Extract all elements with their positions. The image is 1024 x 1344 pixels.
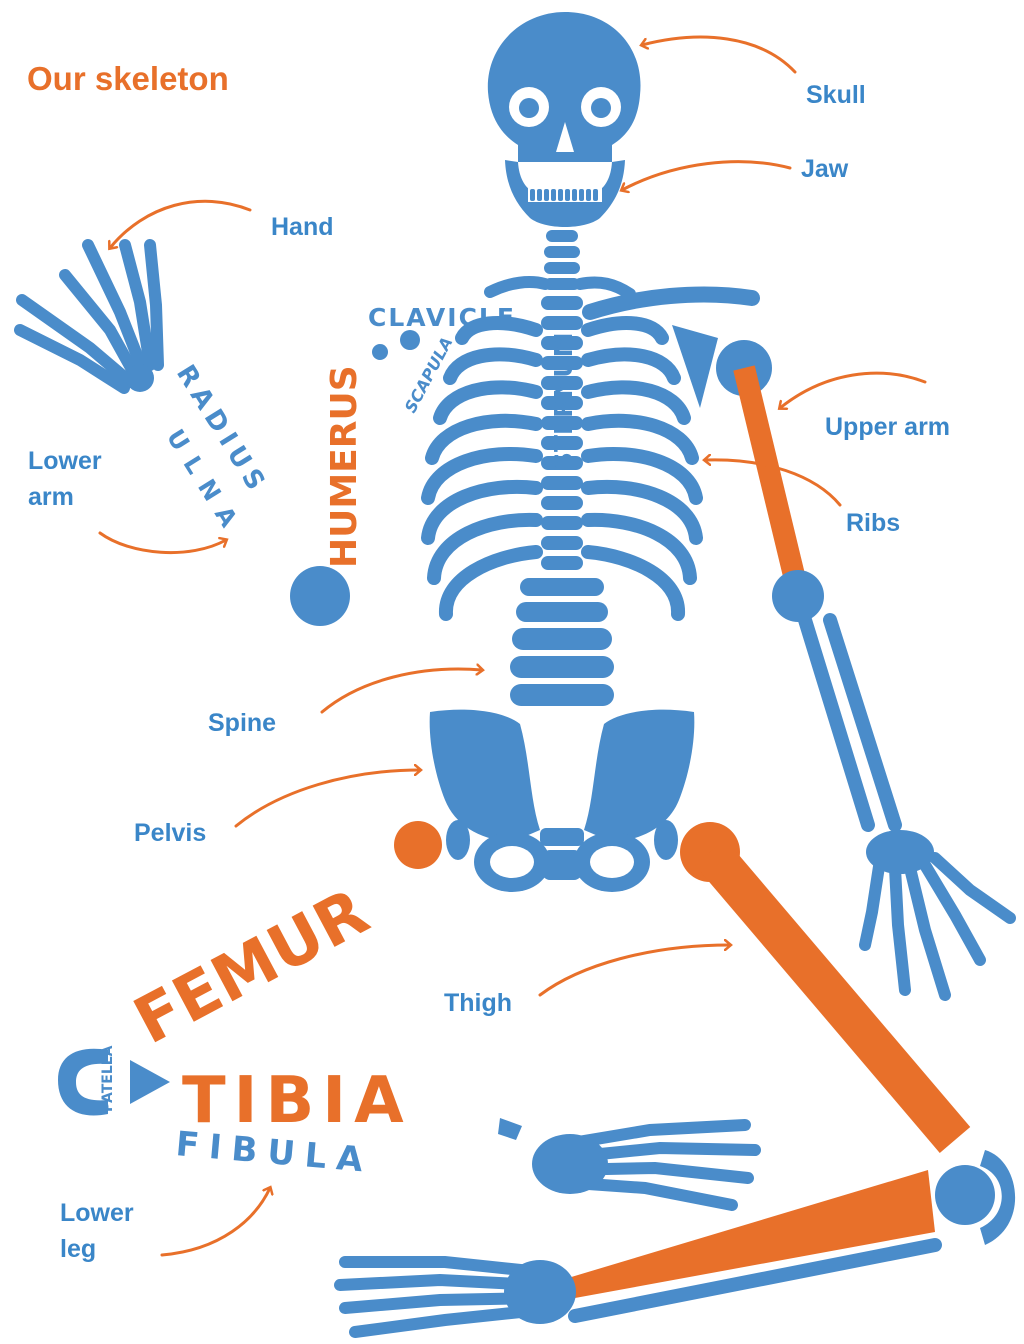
clavicle-end xyxy=(400,330,420,350)
arrow-spine xyxy=(322,669,482,712)
arrow-skull xyxy=(642,37,795,72)
label-ribs: Ribs xyxy=(846,505,900,541)
label-lower-arm-line1: Lower xyxy=(28,443,102,479)
pelvis xyxy=(430,710,695,892)
label-hand: Hand xyxy=(271,209,334,245)
label-skull: Skull xyxy=(806,77,866,113)
skull xyxy=(488,12,641,162)
label-upper-arm: Upper arm xyxy=(825,409,950,445)
arrow-upper-arm xyxy=(780,373,925,408)
arrow-lower-arm xyxy=(100,533,226,553)
femur-text: FEMUR xyxy=(123,875,381,1059)
arrow-lower-leg xyxy=(162,1188,270,1255)
page-title: Our skeleton xyxy=(27,60,229,98)
arrow-hand xyxy=(110,201,250,248)
label-jaw: Jaw xyxy=(801,151,848,187)
jaw xyxy=(505,160,625,227)
label-lower-arm: Lower arm xyxy=(28,443,102,515)
label-lower-leg-line2: leg xyxy=(60,1231,134,1267)
sternum-text: STERNUM xyxy=(549,333,578,471)
label-pelvis: Pelvis xyxy=(134,815,206,851)
label-thigh: Thigh xyxy=(444,985,512,1021)
label-lower-leg: Lower leg xyxy=(60,1195,134,1267)
label-lower-leg-line1: Lower xyxy=(60,1195,134,1231)
arrow-thigh xyxy=(540,945,730,995)
arrow-pelvis xyxy=(236,770,420,826)
patella-text: PATELLA xyxy=(100,1045,116,1112)
clavicle-text: CLAVICLE xyxy=(368,303,516,332)
label-spine: Spine xyxy=(208,705,276,741)
arrow-jaw xyxy=(622,162,790,190)
right-arm xyxy=(590,294,1010,995)
humerus-text: HUMERUS xyxy=(324,365,365,568)
label-lower-arm-line2: arm xyxy=(28,479,102,515)
